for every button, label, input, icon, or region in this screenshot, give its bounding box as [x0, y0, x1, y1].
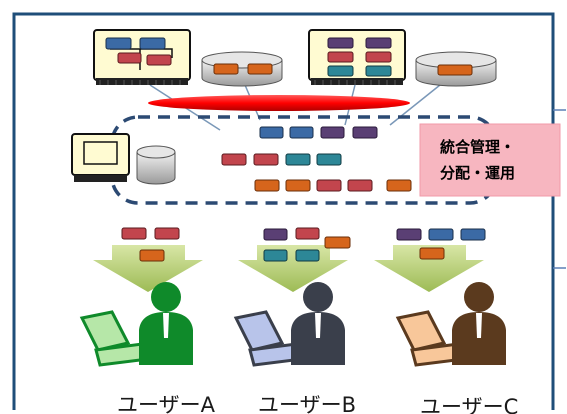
callout-line-1: 統合管理・ [440, 138, 515, 156]
user-a-blocks [121, 227, 180, 262]
user-b-person-icon [291, 282, 345, 365]
storage-disk-1 [201, 51, 283, 87]
network-link [148, 95, 410, 111]
management-callout: 統合管理・ 分配・運用 [419, 123, 561, 197]
arrow-down-c [374, 245, 484, 292]
pool-blocks [221, 126, 412, 192]
pool-disk [136, 145, 176, 185]
arrow-down-b [238, 245, 348, 292]
user-c-label: ユーザーC [420, 395, 518, 414]
user-c-person-icon [452, 282, 506, 365]
pool-server [71, 133, 130, 182]
server-1 [93, 29, 191, 85]
outer-frame [12, 12, 555, 410]
user-b-label: ユーザーB [258, 393, 356, 414]
arrow-down-a [93, 245, 203, 292]
user-a-person-icon [139, 282, 193, 365]
user-a-label: ユーザーA [117, 393, 216, 414]
user-b-blocks [263, 227, 351, 262]
callout-line-2: 分配・運用 [440, 164, 515, 182]
storage-disk-2 [415, 51, 497, 87]
user-c-blocks [396, 228, 486, 260]
server-2 [308, 29, 406, 85]
